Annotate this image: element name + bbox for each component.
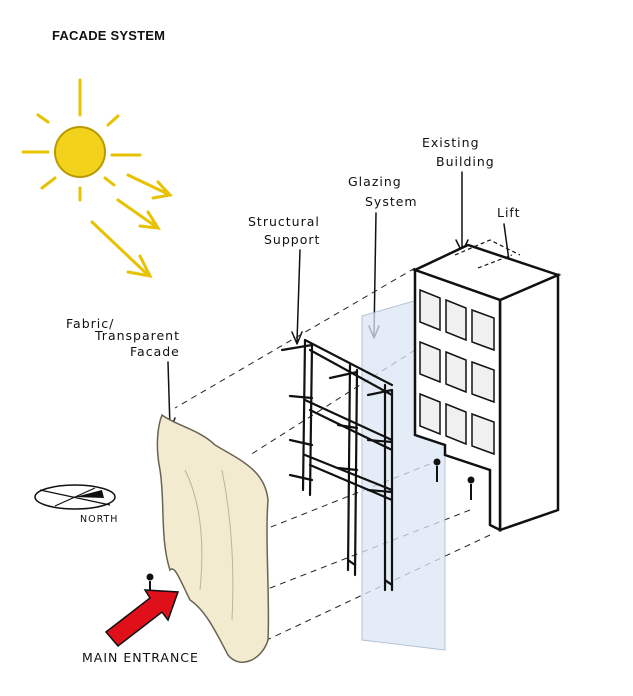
svg-text:Existing: Existing <box>422 135 480 150</box>
structural-support-label: Structural Support <box>248 214 320 247</box>
svg-text:Building: Building <box>436 154 495 169</box>
existing-building <box>411 239 562 533</box>
glazing-system-label: Glazing System <box>348 174 418 209</box>
svg-text:Structural: Structural <box>248 214 320 229</box>
svg-text:Facade: Facade <box>130 344 180 359</box>
svg-text:MAIN ENTRANCE: MAIN ENTRANCE <box>82 650 199 665</box>
svg-text:Lift: Lift <box>497 205 521 220</box>
svg-text:NORTH: NORTH <box>80 514 118 525</box>
fabric-facade-label: Fabric/ Transparent Facade <box>66 316 180 359</box>
main-entrance-label: MAIN ENTRANCE <box>82 650 199 665</box>
lift-label: Lift <box>497 205 521 220</box>
diagram-title: FACADE SYSTEM <box>52 28 166 43</box>
svg-text:Transparent: Transparent <box>94 328 180 343</box>
svg-text:System: System <box>365 194 418 209</box>
structural-support-frame <box>280 338 394 592</box>
main-entrance-arrow-icon <box>104 589 180 648</box>
svg-text:Support: Support <box>264 232 320 247</box>
fabric-facade <box>156 413 270 663</box>
sun-icon <box>21 78 142 202</box>
svg-text:Glazing: Glazing <box>348 174 402 189</box>
existing-building-label: Existing Building <box>422 135 495 169</box>
sunlight-arrows <box>90 173 173 279</box>
north-compass-icon: NORTH <box>34 484 118 525</box>
svg-text:Fabric/: Fabric/ <box>66 316 114 331</box>
